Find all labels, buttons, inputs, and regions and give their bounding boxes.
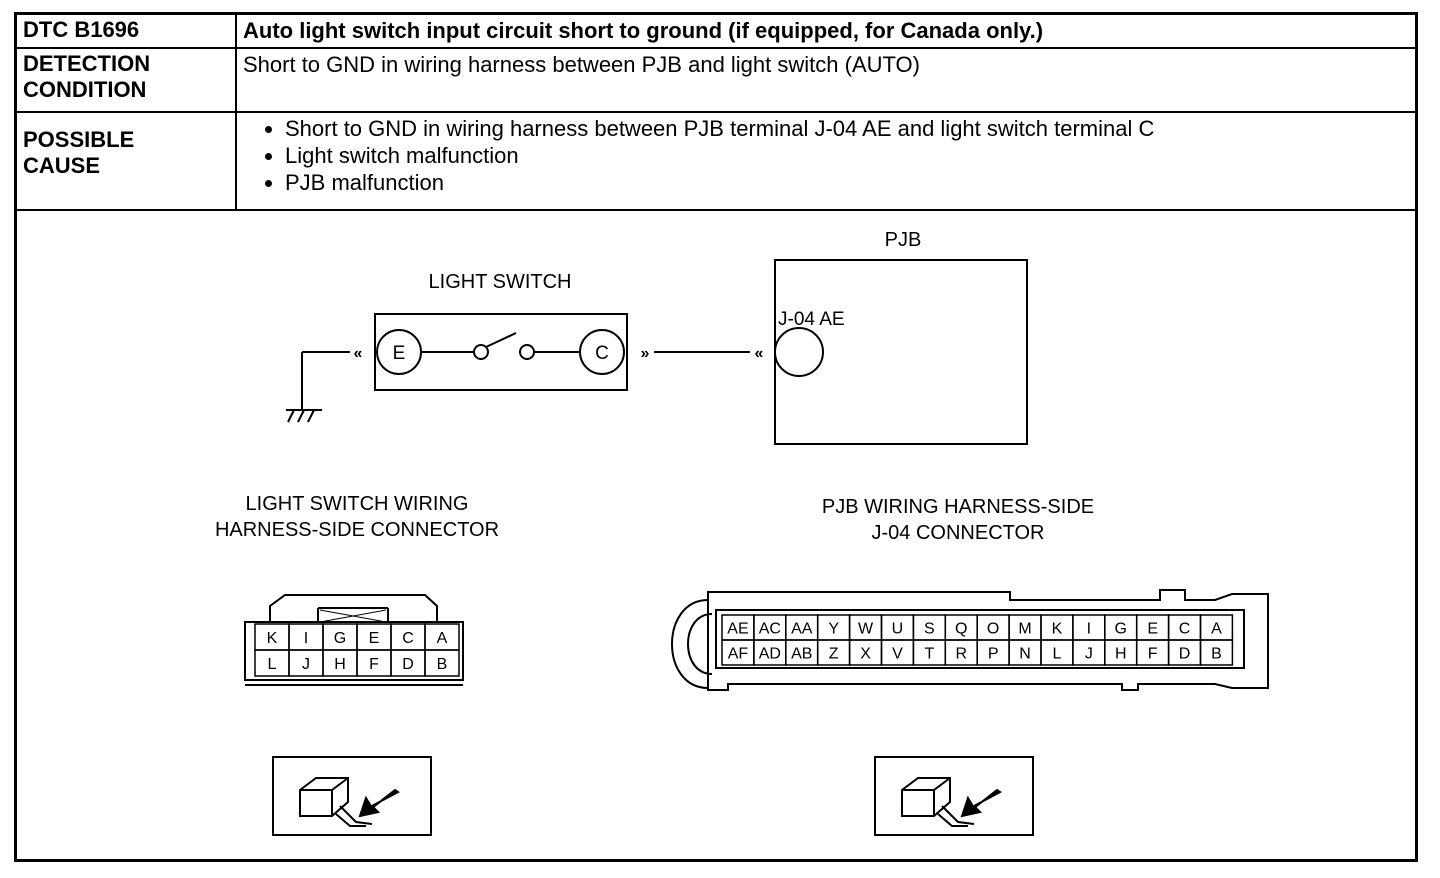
light-switch-pin-grid: K I G E C A L J H F D B xyxy=(254,623,460,677)
cause-label-line1: POSSIBLE xyxy=(23,127,135,152)
pin-label: A xyxy=(437,630,448,647)
pin-label: X xyxy=(860,646,871,663)
pin-label: G xyxy=(334,630,346,647)
pin-label: AF xyxy=(728,646,749,663)
pin-label: V xyxy=(892,646,903,663)
switch-blade xyxy=(485,332,517,348)
light-switch-box xyxy=(374,313,628,391)
pin-label: L xyxy=(1052,646,1061,663)
pin-label: B xyxy=(437,656,448,673)
pin-label: AE xyxy=(727,621,748,638)
pin-label: AA xyxy=(791,621,813,638)
pin-label: W xyxy=(858,621,874,638)
switch-contact xyxy=(473,344,489,360)
pin-label: E xyxy=(1147,621,1158,638)
pin-label: H xyxy=(1115,646,1127,663)
pin-cell xyxy=(1199,639,1234,666)
pin-label: J xyxy=(1085,646,1093,663)
cause-list-cell: Short to GND in wiring harness between P… xyxy=(235,111,1415,211)
pin-label: T xyxy=(924,646,934,663)
pjb-terminal-label: J-04 AE xyxy=(778,309,845,330)
pin-label: K xyxy=(1052,621,1063,638)
pin-label: E xyxy=(369,630,380,647)
light-switch-connector xyxy=(244,594,464,686)
pin-label: N xyxy=(1019,646,1031,663)
pin-label: G xyxy=(1115,621,1127,638)
pin-label: K xyxy=(267,630,278,647)
dtc-info-table: DTC B1696 Auto light switch input circui… xyxy=(17,15,1415,211)
pin-label: Z xyxy=(829,646,839,663)
probe-icon xyxy=(874,756,1034,836)
terminal-e-label: E xyxy=(393,343,406,364)
pin-label: U xyxy=(892,621,904,638)
pin-label: P xyxy=(988,646,999,663)
pin-label: AD xyxy=(759,646,781,663)
light-switch-connector-title-1: LIGHT SWITCH WIRING xyxy=(246,493,469,515)
terminal-c-label: C xyxy=(595,343,609,364)
light-switch-connector-title-2: HARNESS-SIDE CONNECTOR xyxy=(215,519,499,541)
cause-item: Light switch malfunction xyxy=(285,142,1409,169)
pin-label: AC xyxy=(759,621,781,638)
connector-mark-icon: » xyxy=(641,345,650,362)
pin-label: O xyxy=(987,621,999,638)
light-switch-label: LIGHT SWITCH xyxy=(429,271,572,293)
pin-label: S xyxy=(924,621,935,638)
pjb-connector-title-1: PJB WIRING HARNESS-SIDE xyxy=(822,496,1094,518)
dtc-sheet: DTC B1696 Auto light switch input circui… xyxy=(14,12,1418,862)
pjb-label: PJB xyxy=(885,229,922,251)
dtc-code: DTC B1696 xyxy=(17,15,237,49)
pin-label: B xyxy=(1211,646,1222,663)
pin-label: J xyxy=(302,656,310,673)
cause-list: Short to GND in wiring harness between P… xyxy=(243,115,1409,196)
pin-label: A xyxy=(1211,621,1222,638)
pin-label: D xyxy=(1179,646,1191,663)
pin-label: I xyxy=(1087,621,1091,638)
pin-label: F xyxy=(1148,646,1158,663)
pin-label: R xyxy=(955,646,967,663)
switch-contact xyxy=(519,344,535,360)
connector-mark-icon: « xyxy=(755,345,764,362)
pin-label: Q xyxy=(955,621,967,638)
pin-label: M xyxy=(1018,621,1031,638)
dtc-title: Auto light switch input circuit short to… xyxy=(235,15,1415,49)
pin-label: C xyxy=(402,630,414,647)
pin-label: F xyxy=(369,656,379,673)
terminal-c xyxy=(579,329,625,375)
pjb-connector xyxy=(671,589,1269,691)
pin-label: C xyxy=(1179,621,1191,638)
cause-label-line2: CAUSE xyxy=(23,153,101,178)
pjb-terminal xyxy=(774,327,824,377)
detection-label: DETECTION CONDITION xyxy=(17,47,237,113)
pin-label: H xyxy=(334,656,346,673)
pin-cell xyxy=(424,649,460,677)
detection-label-line2: CONDITION xyxy=(23,77,147,102)
connector-mark-icon: « xyxy=(354,345,363,362)
cause-label: POSSIBLE CAUSE xyxy=(17,111,237,211)
cause-item: Short to GND in wiring harness between P… xyxy=(285,115,1409,142)
pin-label: AB xyxy=(791,646,812,663)
cause-item: PJB malfunction xyxy=(285,169,1409,196)
pjb-connector-title-2: J-04 CONNECTOR xyxy=(872,522,1045,544)
pin-label: I xyxy=(304,630,308,647)
detection-text: Short to GND in wiring harness between P… xyxy=(235,47,1415,113)
pin-label: D xyxy=(402,656,414,673)
pin-label: L xyxy=(268,656,277,673)
pin-label: Y xyxy=(828,621,839,638)
detection-label-line1: DETECTION xyxy=(23,51,151,76)
probe-icon xyxy=(272,756,432,836)
pjb-pin-grid: AE AC AA Y W U S Q O M K I G E C A AF AD AB Z X V T R P N L J H F D B xyxy=(721,614,1234,666)
ground-symbol xyxy=(286,352,322,423)
